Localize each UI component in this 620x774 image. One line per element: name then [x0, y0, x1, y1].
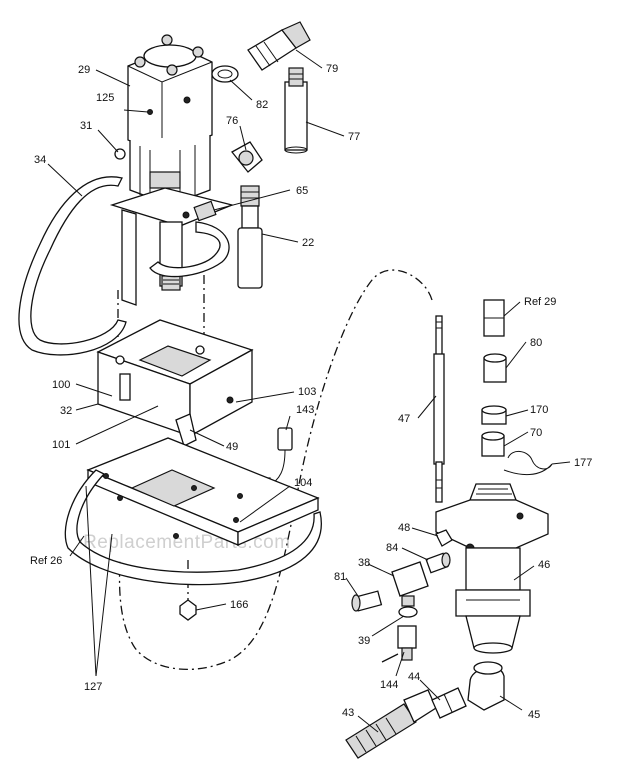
ref-29-stub: [483, 299, 505, 337]
callout-125: 125: [96, 92, 114, 104]
callout-29: 29: [78, 64, 90, 76]
leader-lines: [47, 49, 571, 733]
pump-motor-assembly: [109, 34, 235, 306]
part-79-hose-fitting: [247, 21, 311, 71]
callout-43: 43: [342, 707, 354, 719]
part-65-fitting: [193, 200, 217, 222]
callout-76: 76: [226, 115, 238, 127]
callout-45: 45: [528, 709, 540, 721]
callout-22: 22: [302, 237, 314, 249]
callout-143: 143: [296, 404, 314, 416]
part-47-rod: [433, 315, 445, 503]
part-38-valve: [391, 561, 429, 607]
callout-32: 32: [60, 405, 72, 417]
callout-labels: 29 125 31 34 76 79 82 77 65 22 Ref 29 80…: [30, 63, 592, 721]
part-177-clip: [503, 451, 553, 475]
part-22-hose: [237, 185, 263, 289]
part-80-nut: [483, 353, 507, 383]
callout-47: 47: [398, 413, 410, 425]
callout-31: 31: [80, 120, 92, 132]
mounting-bracket: [96, 319, 254, 447]
part-45-elbow: [467, 661, 505, 711]
part-144-drain-valve: [381, 625, 417, 663]
callout-84: 84: [386, 542, 398, 554]
callout-79: 79: [326, 63, 338, 75]
part-84-fitting: [425, 552, 451, 574]
callout-39: 39: [358, 635, 370, 647]
callout-ref-29: Ref 29: [524, 296, 556, 308]
part-39-oring: [398, 606, 418, 618]
callout-127: 127: [84, 681, 102, 693]
part-46-pump-lower: [435, 483, 549, 654]
callout-144: 144: [380, 679, 398, 691]
callout-70: 70: [530, 427, 542, 439]
part-34-handle: [18, 176, 127, 356]
callout-101: 101: [52, 439, 70, 451]
part-81-fitting: [351, 590, 383, 612]
callout-170: 170: [530, 404, 548, 416]
callout-104: 104: [294, 477, 312, 489]
part-44-nipple: [431, 687, 467, 719]
part-34-handle-right: [149, 221, 230, 278]
callout-166: 166: [230, 599, 248, 611]
callout-80: 80: [530, 337, 542, 349]
part-70-packing: [481, 431, 505, 457]
callout-44: 44: [408, 671, 420, 683]
part-43-suction-hose: [345, 689, 437, 759]
callout-177: 177: [574, 457, 592, 469]
base-plate: [86, 437, 320, 546]
callout-38: 38: [358, 557, 370, 569]
callout-48: 48: [398, 522, 410, 534]
part-76-elbow: [231, 141, 263, 173]
frame-tube-ref26: [64, 469, 322, 586]
callout-103: 103: [298, 386, 316, 398]
callout-ref-26: Ref 26: [30, 555, 62, 567]
callout-77: 77: [348, 131, 360, 143]
callout-81: 81: [334, 571, 346, 583]
callout-100: 100: [52, 379, 70, 391]
part-166-nut: [179, 599, 197, 621]
part-48-plug: [435, 529, 453, 547]
callout-65: 65: [296, 185, 308, 197]
part-82-nut: [211, 65, 239, 83]
callout-46: 46: [538, 559, 550, 571]
callout-34: 34: [34, 154, 46, 166]
callout-49: 49: [226, 441, 238, 453]
callout-82: 82: [256, 99, 268, 111]
part-77-tube: [284, 67, 308, 154]
part-170-ring: [481, 405, 507, 425]
